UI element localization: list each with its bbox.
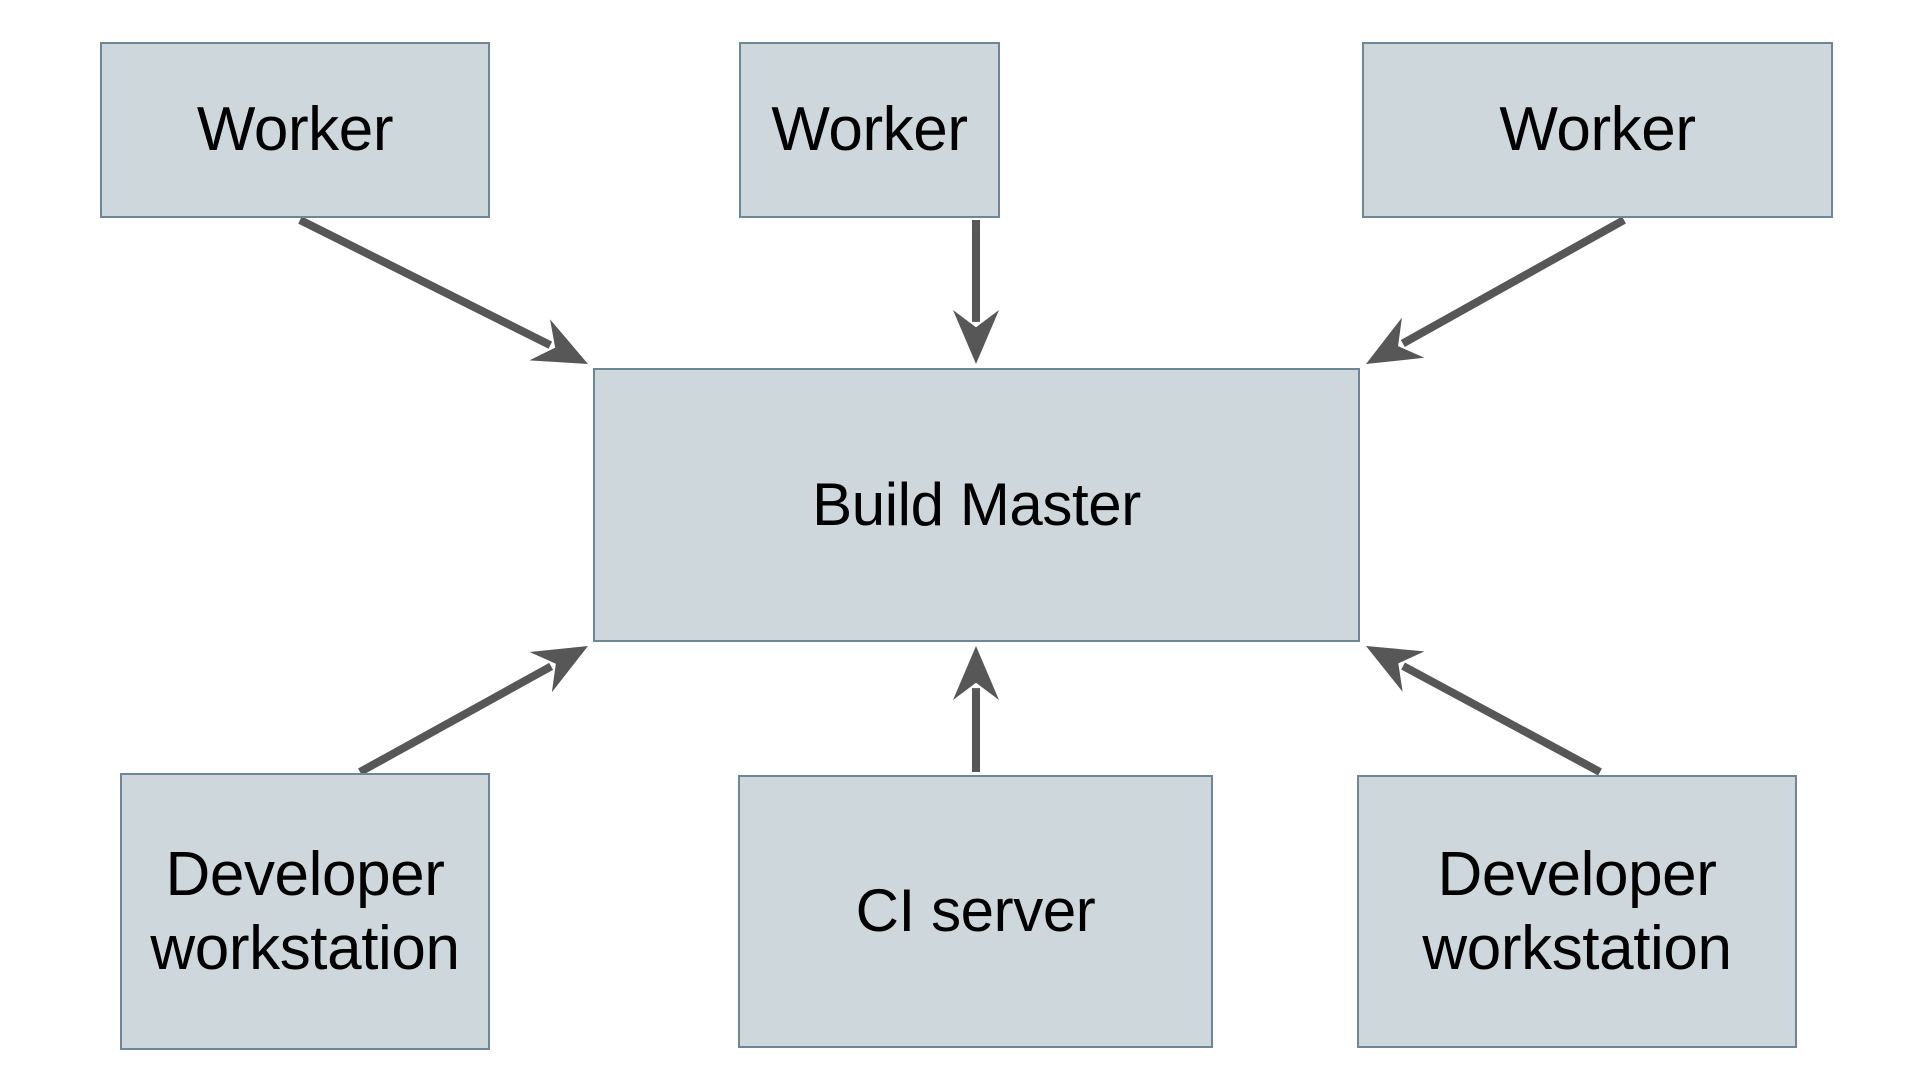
node-build-master[interactable]: Build Master <box>593 368 1360 642</box>
node-ci-server[interactable]: CI server <box>738 775 1213 1048</box>
edge-devleft-to-master <box>358 646 588 776</box>
edge-worker2-to-master <box>953 220 999 364</box>
node-worker-1[interactable]: Worker <box>100 42 490 218</box>
edge-devright-to-master <box>1366 646 1602 776</box>
node-label: Worker <box>196 95 394 165</box>
node-worker-3[interactable]: Worker <box>1362 42 1833 218</box>
edge-worker3-to-master <box>1366 216 1626 364</box>
edge-ci-to-master <box>953 646 999 772</box>
node-label: Worker <box>1499 95 1696 165</box>
node-label: Developer workstation <box>150 840 460 983</box>
node-label: Worker <box>771 95 968 165</box>
edge-worker1-to-master <box>298 216 588 364</box>
node-developer-workstation-left[interactable]: Developer workstation <box>120 773 490 1050</box>
node-label: Build Master <box>812 470 1141 538</box>
node-developer-workstation-right[interactable]: Developer workstation <box>1357 775 1797 1048</box>
node-label: CI server <box>855 877 1096 945</box>
node-label: Developer workstation <box>1422 840 1732 983</box>
node-worker-2[interactable]: Worker <box>739 42 1000 218</box>
